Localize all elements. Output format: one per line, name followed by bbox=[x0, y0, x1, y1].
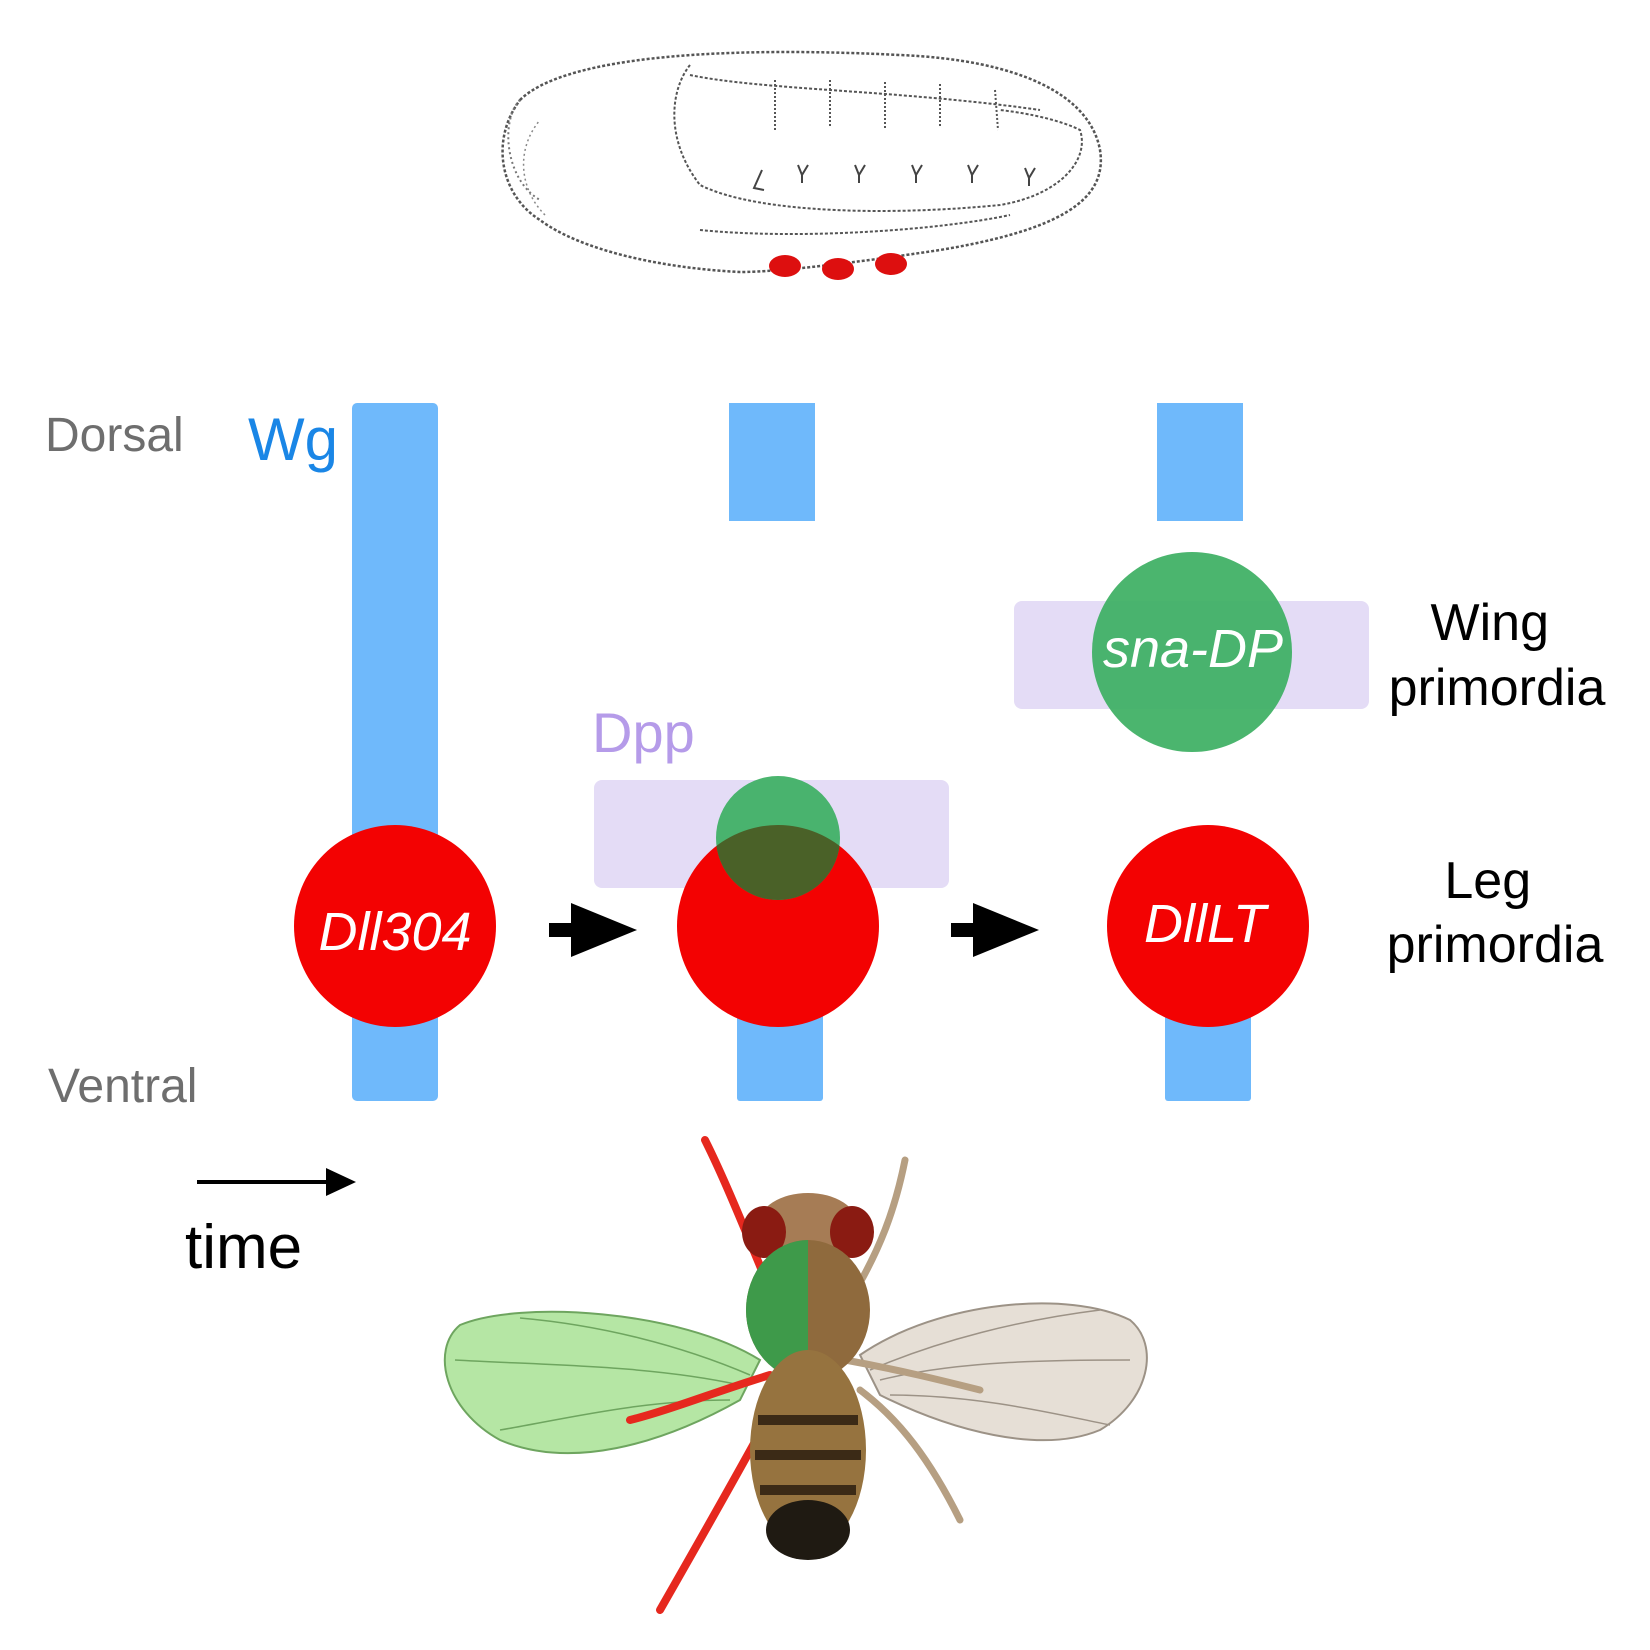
stage-arrow-icon bbox=[951, 903, 1039, 957]
dlllt-leg-primordium bbox=[1107, 825, 1309, 1027]
dll304-label: Dll304 bbox=[318, 902, 471, 962]
ventral-label: Ventral bbox=[48, 1060, 197, 1113]
dlllt-label: DllLT bbox=[1144, 894, 1270, 954]
stage-arrow-icon bbox=[549, 903, 637, 957]
wing-primordia-label: Wing primordia bbox=[1389, 594, 1606, 717]
dorsal-label: Dorsal bbox=[45, 409, 184, 462]
embryo-leg-primordium-dot bbox=[769, 255, 801, 277]
leg-label-line1: Leg bbox=[1444, 852, 1531, 910]
wg-label: Wg bbox=[248, 406, 338, 473]
primordia-overlap bbox=[716, 825, 840, 900]
embryo-leg-primordium-dot bbox=[875, 253, 907, 275]
time-arrow-icon bbox=[197, 1168, 356, 1196]
leg-primordium bbox=[677, 825, 879, 1027]
fly-icon bbox=[443, 1136, 1148, 1614]
wing-label-line1: Wing bbox=[1431, 594, 1549, 652]
embryo-icon bbox=[501, 50, 1103, 280]
wg-stripe-dorsal bbox=[729, 403, 815, 521]
sna-dp-wing-primordium bbox=[1092, 552, 1292, 752]
dpp-label: Dpp bbox=[592, 701, 695, 764]
wing-label-line2: primordia bbox=[1389, 659, 1606, 717]
leg-label-line2: primordia bbox=[1387, 916, 1604, 974]
leg-primordia-label: Leg primordia bbox=[1387, 852, 1604, 974]
embryo-leg-primordium-dot bbox=[822, 258, 854, 280]
time-label: time bbox=[185, 1213, 302, 1282]
sna-dp-label: sna-DP bbox=[1103, 619, 1283, 679]
wg-stripe-dorsal bbox=[1157, 403, 1243, 521]
dll304-leg-primordium bbox=[294, 825, 496, 1027]
